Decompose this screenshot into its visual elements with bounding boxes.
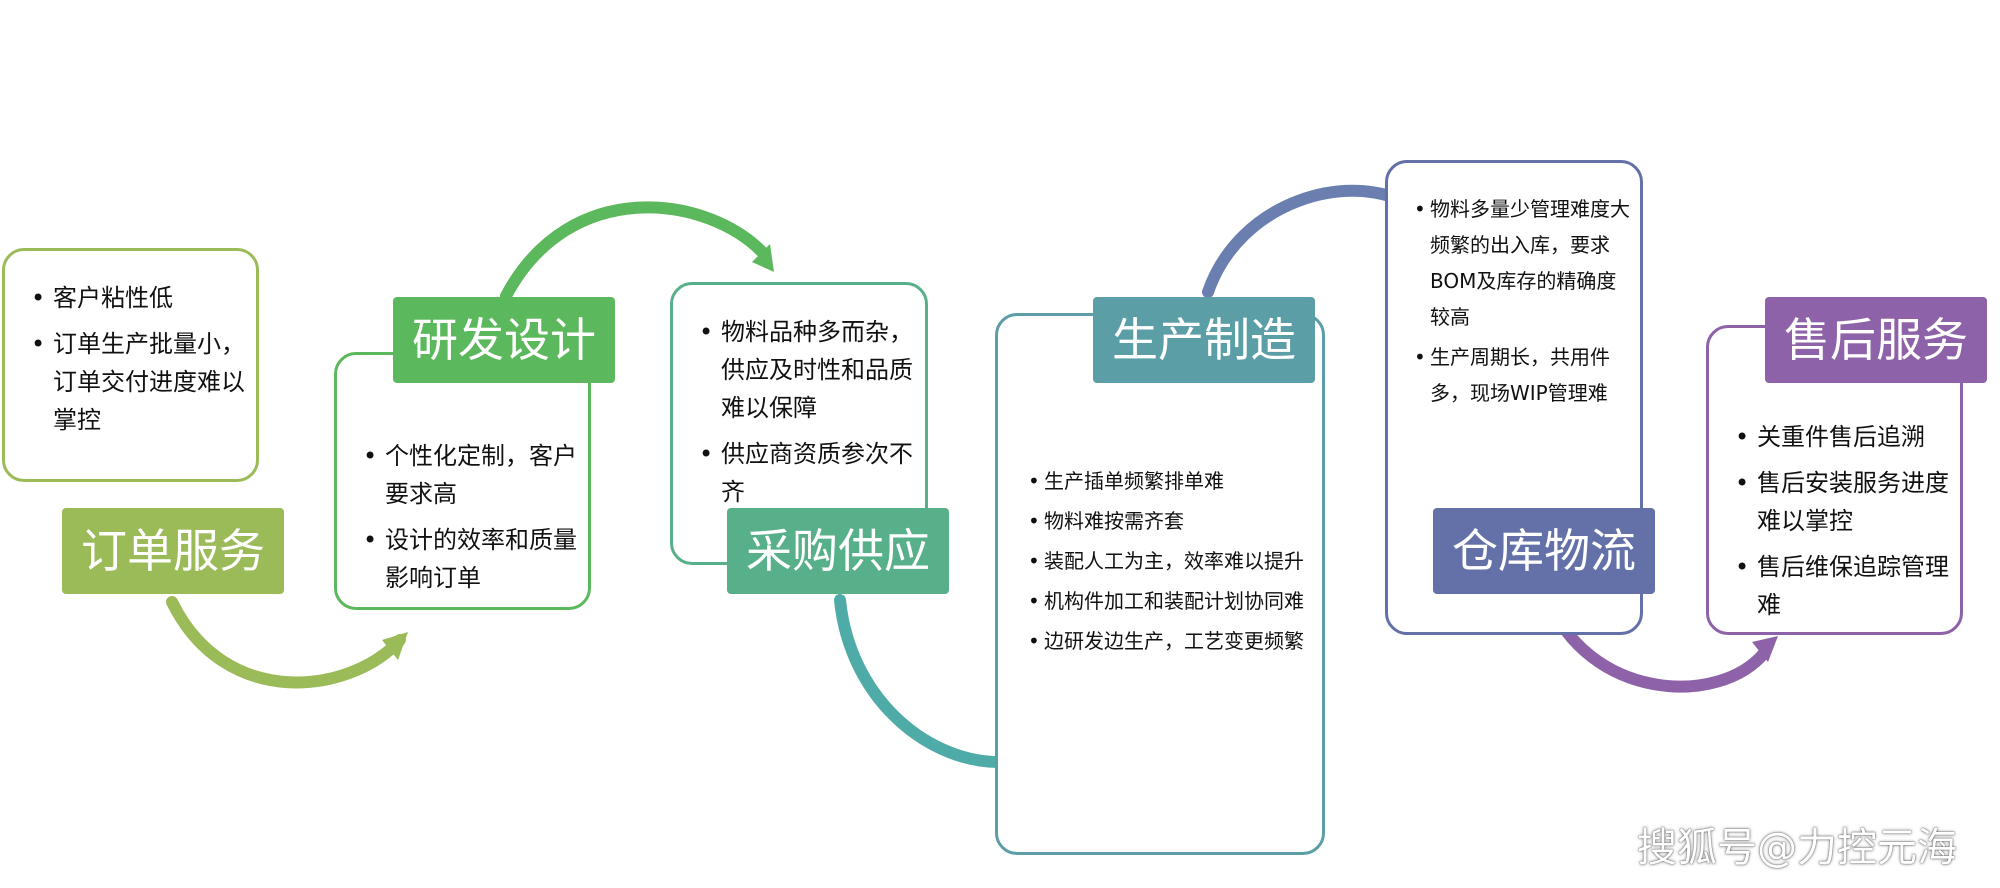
list-item: 订单生产批量小，订单交付进度难以掌控 (31, 325, 248, 439)
arrow-order-to-design-head (382, 632, 408, 660)
watermark-text: 搜狐号@力控元海 (1637, 825, 1957, 871)
design-label: 研发设计 (393, 297, 615, 383)
warehouse-label: 仓库物流 (1433, 508, 1655, 594)
arrow-warehouse-to-aftersales-head (1752, 636, 1778, 662)
list-item: 个性化定制，客户要求高 (363, 437, 580, 513)
procurement-label: 采购供应 (727, 508, 949, 594)
list-item: 物料多量少管理难度大频繁的出入库，要求BOM及库存的精确度较高 (1414, 191, 1630, 335)
list-item: 物料品种多而杂，供应及时性和品质难以保障 (699, 313, 917, 427)
list-item: 生产插单频繁排单难 (1028, 463, 1308, 499)
list-item: 边研发边生产，工艺变更频繁 (1028, 623, 1308, 659)
aftersales-label: 售后服务 (1765, 297, 1987, 383)
arrow-procurement-to-production (834, 594, 1011, 769)
list-item: 机构件加工和装配计划协同难 (1028, 583, 1308, 619)
aftersales-items: 关重件售后追溯 售后安装服务进度难以掌控 售后维保追踪管理难 (1735, 418, 1952, 624)
list-item: 生产周期长，共用件多，现场WIP管理难 (1414, 339, 1630, 411)
list-item: 设计的效率和质量影响订单 (363, 521, 580, 597)
arrow-production-to-warehouse (1202, 184, 1416, 298)
list-item: 供应商资质参次不齐 (699, 435, 917, 511)
order-service-label: 订单服务 (62, 508, 284, 594)
procurement-items: 物料品种多而杂，供应及时性和品质难以保障 供应商资质参次不齐 (699, 313, 917, 511)
arrow-design-to-procurement-head (752, 244, 774, 272)
list-item: 客户粘性低 (31, 279, 248, 317)
design-items: 个性化定制，客户要求高 设计的效率和质量影响订单 (363, 437, 580, 597)
list-item: 售后安装服务进度难以掌控 (1735, 464, 1952, 540)
warehouse-items: 物料多量少管理难度大频繁的出入库，要求BOM及库存的精确度较高 生产周期长，共用… (1414, 191, 1630, 411)
list-item: 物料难按需齐套 (1028, 503, 1308, 539)
order-service-box: 客户粘性低 订单生产批量小，订单交付进度难以掌控 (2, 248, 259, 482)
list-item: 关重件售后追溯 (1735, 418, 1952, 456)
production-items: 生产插单频繁排单难 物料难按需齐套 装配人工为主，效率难以提升 机构件加工和装配… (1028, 463, 1308, 659)
order-service-items: 客户粘性低 订单生产批量小，订单交付进度难以掌控 (31, 279, 248, 439)
design-box: 个性化定制，客户要求高 设计的效率和质量影响订单 (334, 352, 591, 610)
arrow-design-to-procurement (500, 201, 771, 302)
production-label: 生产制造 (1093, 297, 1315, 383)
list-item: 装配人工为主，效率难以提升 (1028, 543, 1308, 579)
list-item: 售后维保追踪管理难 (1735, 548, 1952, 624)
arrow-order-to-design (166, 596, 406, 689)
production-box: 生产插单频繁排单难 物料难按需齐套 装配人工为主，效率难以提升 机构件加工和装配… (995, 313, 1325, 855)
